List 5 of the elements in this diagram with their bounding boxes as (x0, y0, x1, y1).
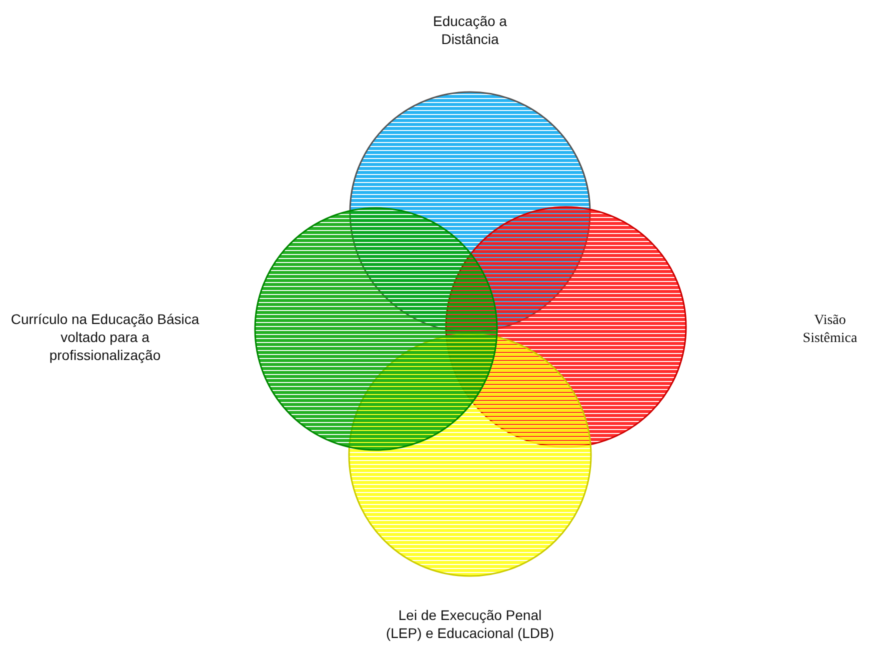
circle-label: Currículo na Educação Básica voltado para a profissionalização (10, 310, 200, 364)
circle-label: Visão Sistêmica (802, 312, 858, 348)
circle-label: Educação a Distância (432, 12, 508, 48)
venn-circle (254, 207, 498, 451)
circle-label: Lei de Execução Penal (LEP) e Educacional (LDB) (385, 606, 555, 642)
